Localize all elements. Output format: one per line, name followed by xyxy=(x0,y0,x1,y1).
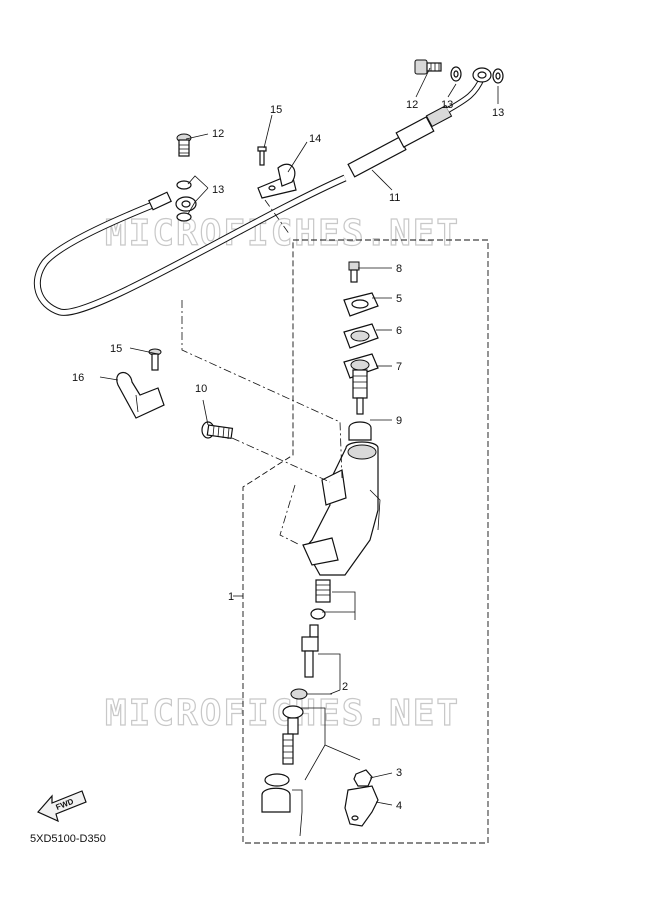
clevis-assembly xyxy=(344,769,379,827)
hose-clamp-top xyxy=(257,146,297,199)
callout-11: 11 xyxy=(389,192,400,204)
callout-1: 1 xyxy=(228,591,234,603)
callout-3: 3 xyxy=(396,767,402,779)
callout-2: 2 xyxy=(342,681,348,693)
callout-8: 8 xyxy=(396,263,402,275)
callout-15-lower: 15 xyxy=(110,343,122,355)
callout-14: 14 xyxy=(309,133,321,145)
union-bolt-left xyxy=(176,133,192,222)
diagram-code: 5XD5100-D350 xyxy=(30,833,106,845)
callout-15-top: 15 xyxy=(270,104,282,116)
mounting-bolt xyxy=(201,421,234,440)
assembly-boundary xyxy=(242,239,489,844)
union-bolt-right xyxy=(414,59,504,84)
connection-lines xyxy=(181,199,343,546)
callout-10: 10 xyxy=(195,383,207,395)
master-cylinder-body xyxy=(302,441,381,576)
callout-12-left: 12 xyxy=(212,128,224,140)
callout-4: 4 xyxy=(396,800,402,812)
leader-lines xyxy=(99,67,499,837)
callout-5: 5 xyxy=(396,293,402,305)
callout-13-mid: 13 xyxy=(441,99,453,111)
fwd-arrow-icon: FWD xyxy=(37,790,87,823)
callout-12-right: 12 xyxy=(406,99,418,111)
piston-kit xyxy=(261,579,331,813)
callout-16: 16 xyxy=(72,372,84,384)
callout-13-left: 13 xyxy=(212,184,224,196)
callout-7: 7 xyxy=(396,361,402,373)
callout-9: 9 xyxy=(396,415,402,427)
hose-clamp-lower xyxy=(116,348,165,419)
callout-6: 6 xyxy=(396,325,402,337)
watermark-top: MICROFICHES.NET xyxy=(105,213,460,254)
watermark-bottom: MICROFICHES.NET xyxy=(105,693,460,734)
reservoir-cap-stack xyxy=(343,261,379,441)
brake-hose xyxy=(33,67,492,316)
callout-13-right: 13 xyxy=(492,107,504,119)
